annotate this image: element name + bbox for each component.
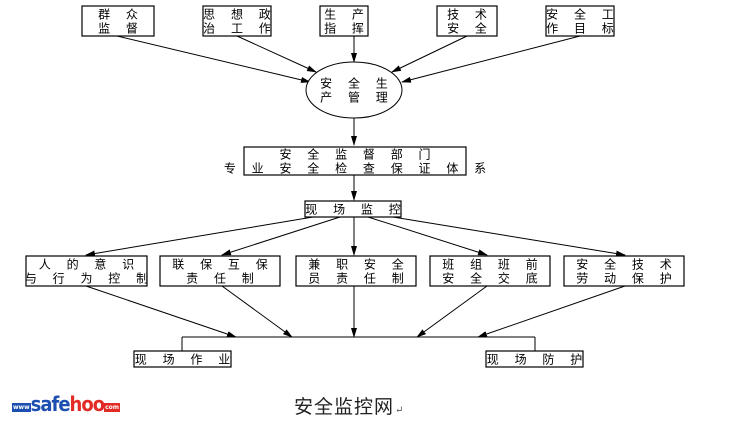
node-safety-goals: 安 全 工作 目 标 [545, 5, 620, 37]
node-label-line: 与 行 为 控 制 [25, 272, 154, 286]
node-shape-box [133, 350, 232, 368]
edge-site-monitoring-to-human-awareness [85, 216, 314, 257]
edges [85, 35, 626, 351]
node-shape-box [485, 350, 584, 368]
logo-brand-hoo: hoo [69, 392, 106, 417]
node-label-line: 员 责 任 制 [308, 272, 409, 286]
node-mass-supervision: 群 众监 督 [81, 5, 155, 37]
node-label-line: 群 众 [98, 8, 144, 22]
node-political-work: 思 想 政治 工 作 [202, 5, 277, 37]
edge-site-monitoring-to-shift-safety-briefing [367, 216, 488, 256]
node-shape-box [25, 255, 148, 287]
node-shape-box [304, 200, 402, 218]
edge-technical-safety-to-safety-production-management [391, 35, 468, 73]
edge-site-monitoring-to-tech-labor-protection [392, 216, 626, 257]
node-site-monitoring: 现 场 监 控 [304, 200, 406, 218]
node-label-line: 联 保 互 保 [172, 258, 273, 272]
paragraph-mark-icon: ↵ [395, 405, 405, 416]
node-shape-box [429, 255, 551, 287]
node-part-time-safety-officer: 兼 职 安 全员 责 任 制 [295, 255, 417, 287]
edge-tech-labor-protection-to-bus [477, 285, 626, 338]
node-label-line: 现 场 防 护 [487, 352, 588, 367]
node-shape-box [545, 5, 615, 37]
edge-site-monitoring-to-mutual-protection [221, 216, 341, 256]
node-label-line: 安 全 生 [320, 76, 394, 91]
node-shape-box [436, 5, 498, 37]
edge-political-work-to-safety-production-management [236, 35, 317, 73]
logo-com: com [104, 403, 121, 412]
edge-shift-safety-briefing-to-bus [416, 285, 488, 338]
node-shape-box [81, 5, 155, 37]
node-production-command: 生 产指 挥 [319, 5, 370, 37]
node-label-line: 人 的 意 识 [39, 257, 140, 272]
edge-mass-supervision-to-safety-production-management [116, 35, 311, 83]
node-label-line: 产 管 理 [320, 90, 394, 105]
node-shape-box [243, 146, 467, 176]
node-label-line: 安 全 技 术 [576, 257, 677, 272]
node-label-line: 作 目 标 [546, 22, 620, 36]
logo-brand-safe: safe [30, 392, 71, 417]
node-label-line: 技 术 [447, 8, 493, 22]
node-label-line: 兼 职 安 全 [308, 257, 409, 272]
node-label-line: 安 全 交 底 [442, 271, 543, 286]
node-shift-safety-briefing: 班 组 班 前安 全 交 底 [429, 255, 551, 287]
edge-safety-goals-to-safety-production-management [401, 35, 581, 83]
node-mutual-protection: 联 保 互 保责 任 制 [159, 255, 281, 287]
node-label-line: 责 任 制 [186, 272, 260, 286]
node-label-line: 现 场 监 控 [305, 203, 406, 217]
node-label-line: 思 想 政 [203, 7, 277, 22]
node-label-line: 班 组 班 前 [442, 257, 543, 272]
node-technical-safety: 技 术安 全 [436, 5, 498, 37]
node-shape-box [563, 255, 685, 287]
node-label-line: 专 业 安 全 检 查 保 证 体 系 [224, 161, 492, 176]
node-safety-production-management: 安 全 生产 管 理 [305, 61, 403, 119]
node-label-line: 现 场 作 业 [135, 353, 236, 367]
diagram-caption: 安全监控网↵ [294, 392, 404, 419]
node-human-awareness: 人 的 意 识与 行 为 控 制 [25, 255, 154, 287]
node-label-line: 安 全 工 [546, 7, 620, 22]
node-shape-box [319, 5, 369, 37]
node-shape-box [202, 5, 272, 37]
caption-text: 安全监控网 [294, 396, 395, 418]
nodes: 群 众监 督思 想 政治 工 作生 产指 挥技 术安 全安 全 工作 目 标安 … [25, 5, 685, 368]
node-safety-supervision-dept: 安 全 监 督 部 门专 业 安 全 检 查 保 证 体 系 [224, 146, 492, 176]
node-label-line: 监 督 [98, 21, 144, 36]
node-label-line: 安 全 [447, 21, 493, 36]
safehoo-logo: www safe hoo com [12, 392, 121, 417]
logo-www: www [12, 403, 31, 412]
node-label-line: 治 工 作 [203, 22, 277, 36]
node-site-operation: 现 场 作 业 [133, 350, 236, 368]
node-label-line: 安 全 监 督 部 门 [279, 147, 436, 162]
edge-human-awareness-to-bus [85, 285, 237, 338]
node-shape-box [295, 255, 417, 287]
node-shape-box [159, 255, 281, 287]
node-site-protection: 现 场 防 护 [485, 350, 588, 368]
node-label-line: 生 产 [324, 8, 370, 22]
node-tech-labor-protection: 安 全 技 术劳 动 保 护 [563, 255, 685, 287]
node-label-line: 指 挥 [324, 21, 370, 36]
edge-mutual-protection-to-bus [221, 285, 293, 338]
node-label-line: 劳 动 保 护 [576, 272, 677, 286]
node-shape-ellipse [305, 61, 403, 119]
